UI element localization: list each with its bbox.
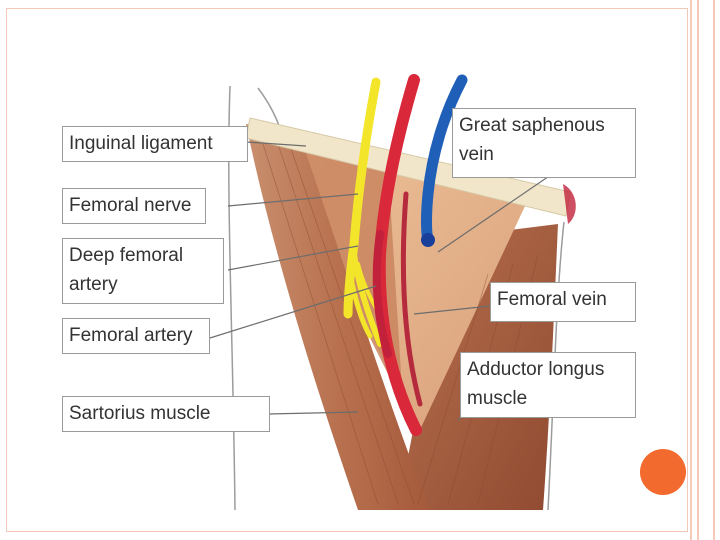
- label-sartorius-muscle: Sartorius muscle: [62, 396, 270, 432]
- femoral-nerve-branch: [347, 271, 373, 339]
- label-text: muscle: [467, 388, 528, 409]
- sartorius-shape: [246, 124, 430, 510]
- femoral-triangle-diagram: Inguinal ligament Femoral nerve Deep fem…: [58, 74, 640, 510]
- label-text: Deep femoral: [69, 245, 184, 266]
- decorative-rail: [690, 0, 692, 540]
- label-deep-femoral-artery: Deep femoral artery: [62, 238, 224, 304]
- femoral-nerve: [343, 77, 381, 319]
- decorative-rail: [713, 0, 715, 540]
- slide-frame: [6, 8, 688, 532]
- accent-dot: [640, 449, 686, 495]
- great-saphenous-vein: [421, 74, 468, 246]
- ligament-end: [563, 184, 576, 224]
- label-text: Femoral vein: [497, 289, 607, 310]
- saphenous-junction: [421, 233, 435, 247]
- label-text: Great saphenous: [459, 115, 605, 136]
- label-adductor-longus: Adductor longus muscle: [460, 352, 636, 418]
- label-text: vein: [459, 144, 494, 165]
- label-text: Inguinal ligament: [69, 133, 213, 154]
- label-text: Adductor longus: [467, 359, 605, 380]
- label-text: Femoral artery: [69, 325, 193, 346]
- decorative-rail: [697, 0, 699, 540]
- label-inguinal-ligament: Inguinal ligament: [62, 126, 248, 162]
- femoral-nerve-branch: [351, 251, 383, 347]
- deep-femoral-artery: [372, 230, 392, 358]
- leader-lines: [209, 141, 559, 421]
- label-text: artery: [69, 274, 118, 295]
- label-femoral-nerve: Femoral nerve: [62, 188, 206, 224]
- label-femoral-vein: Femoral vein: [490, 282, 636, 322]
- thigh-outline: [547, 221, 565, 510]
- femoral-vein: [400, 191, 423, 407]
- label-text: Femoral nerve: [69, 195, 192, 216]
- label-femoral-artery: Femoral artery: [62, 318, 210, 354]
- label-text: Sartorius muscle: [69, 403, 211, 424]
- label-great-saphenous-vein: Great saphenous vein: [452, 108, 636, 178]
